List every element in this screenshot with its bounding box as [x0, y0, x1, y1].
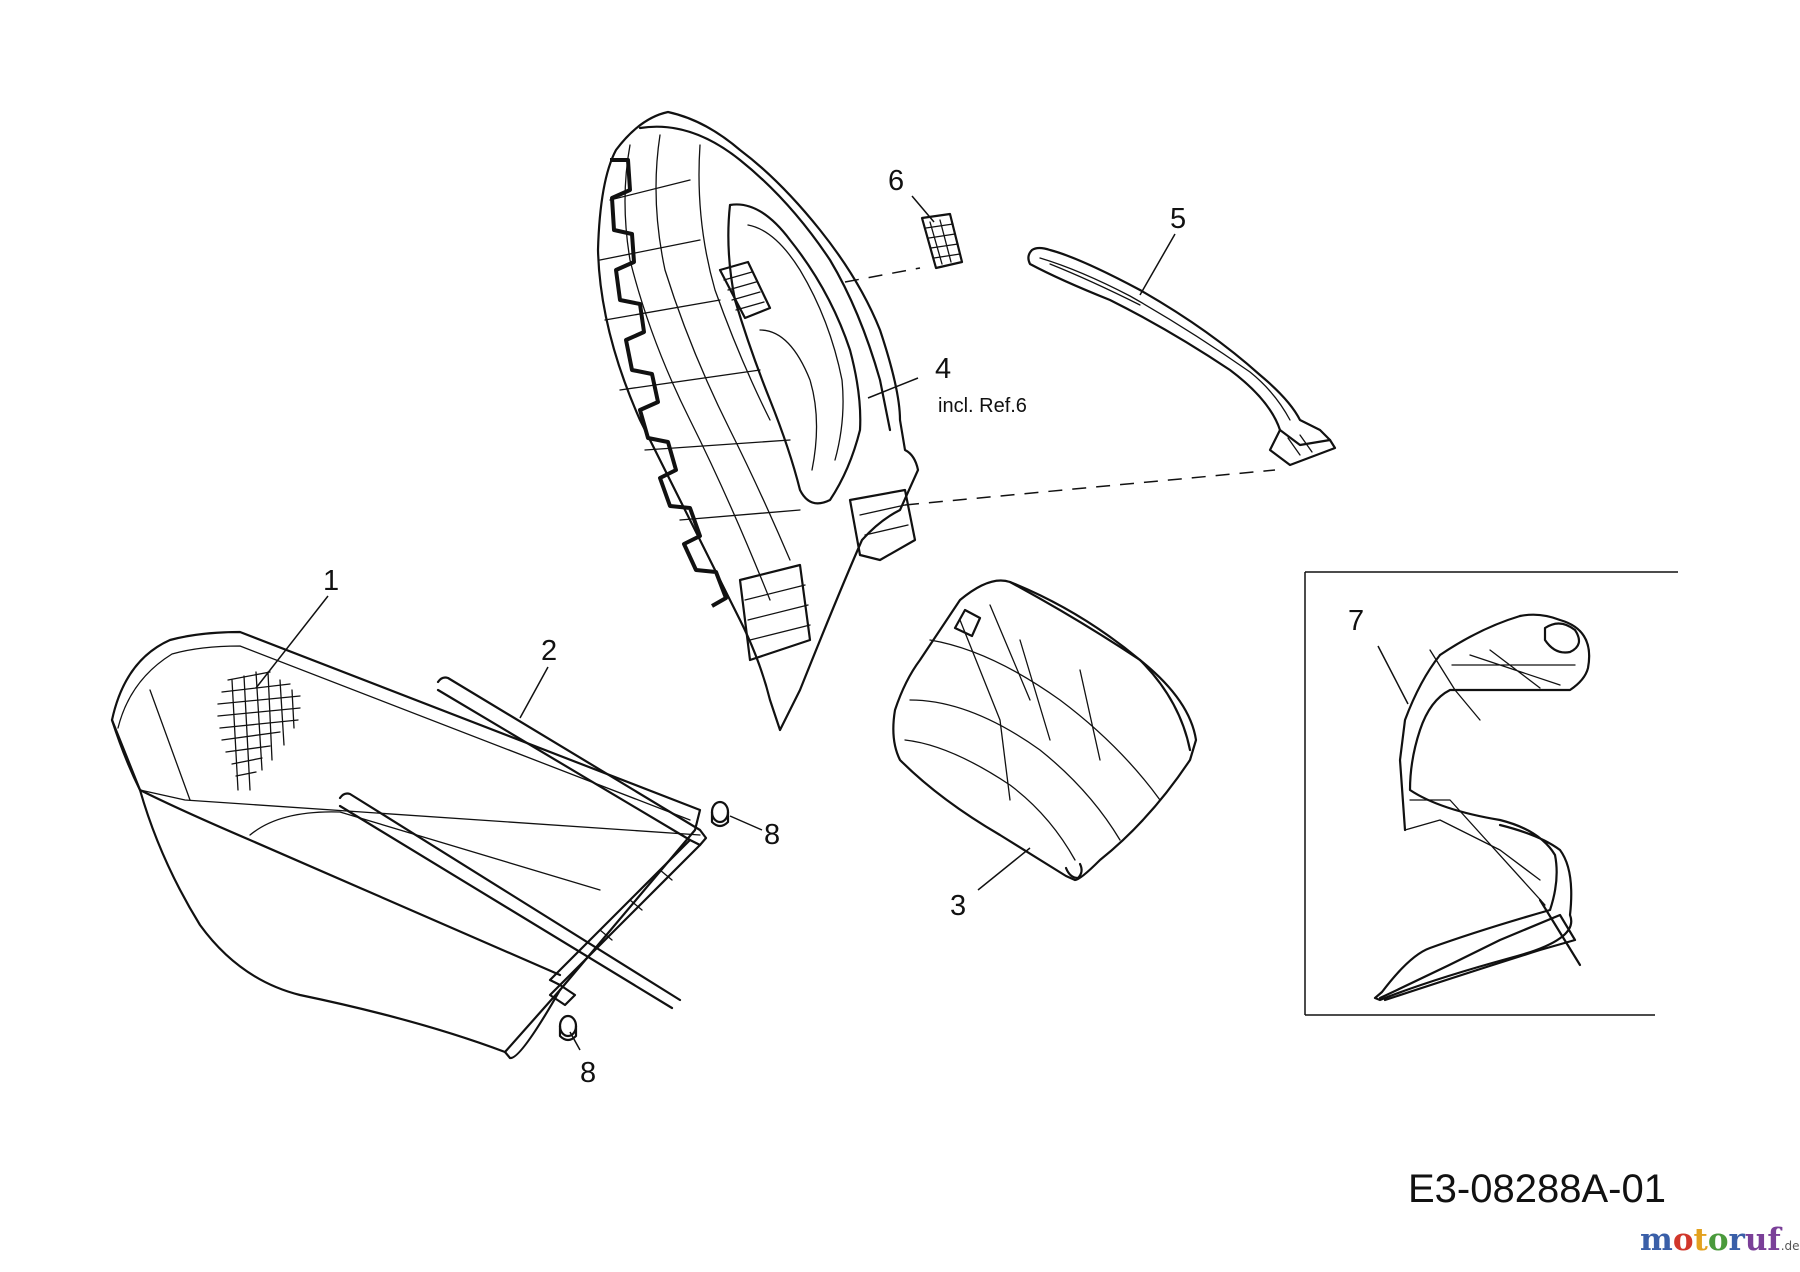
leader-6: [911, 195, 935, 223]
assembly-line-6: [844, 267, 921, 283]
part-6-vent-insert: [920, 212, 964, 270]
leader-5: [1139, 233, 1176, 296]
logo-letter: m: [1640, 1222, 1673, 1258]
motoruf-watermark-logo: motoruf.de: [1640, 1222, 1800, 1258]
part-3-bag-rear: [892, 579, 1198, 882]
part-5-handle: [1027, 246, 1337, 467]
leader-8a: [729, 815, 763, 831]
callout-1: 1: [323, 565, 339, 597]
callout-5: 5: [1170, 203, 1186, 235]
callout-4: 4: [935, 353, 951, 385]
part-4-bag-top-cover: [596, 110, 920, 732]
logo-letter: o: [1707, 1222, 1729, 1258]
drawing-number: E3-08288A-01: [1408, 1167, 1666, 1211]
part-8-cap-lower: [558, 1014, 578, 1042]
leader-4: [867, 377, 919, 399]
logo-letter: o: [1672, 1222, 1694, 1258]
leader-3: [977, 847, 1031, 891]
logo-letter: t: [1693, 1222, 1708, 1258]
leader-7: [1377, 645, 1409, 705]
logo-tld: .de: [1780, 1239, 1800, 1253]
callout-7: 7: [1348, 605, 1364, 637]
callout-8-lower: 8: [580, 1057, 596, 1089]
part-1-grass-bag: [110, 630, 702, 1060]
leader-1: [255, 595, 329, 689]
assembly-line-5: [904, 469, 1276, 506]
callout-6: 6: [888, 165, 904, 197]
part-7-deflector: [1373, 613, 1591, 1002]
part-8-cap-upper: [710, 800, 730, 828]
callout-2: 2: [541, 635, 557, 667]
callout-3: 3: [950, 890, 966, 922]
leader-8b: [569, 1031, 581, 1051]
logo-letter: r: [1728, 1222, 1745, 1258]
logo-letter: uf: [1744, 1222, 1781, 1258]
leader-2: [519, 666, 549, 719]
callout-4-note: incl. Ref.6: [938, 395, 1027, 417]
inset-frame: [1304, 571, 1678, 1016]
callout-8-upper: 8: [764, 819, 780, 851]
part-2-bag-frame: [338, 676, 708, 1010]
